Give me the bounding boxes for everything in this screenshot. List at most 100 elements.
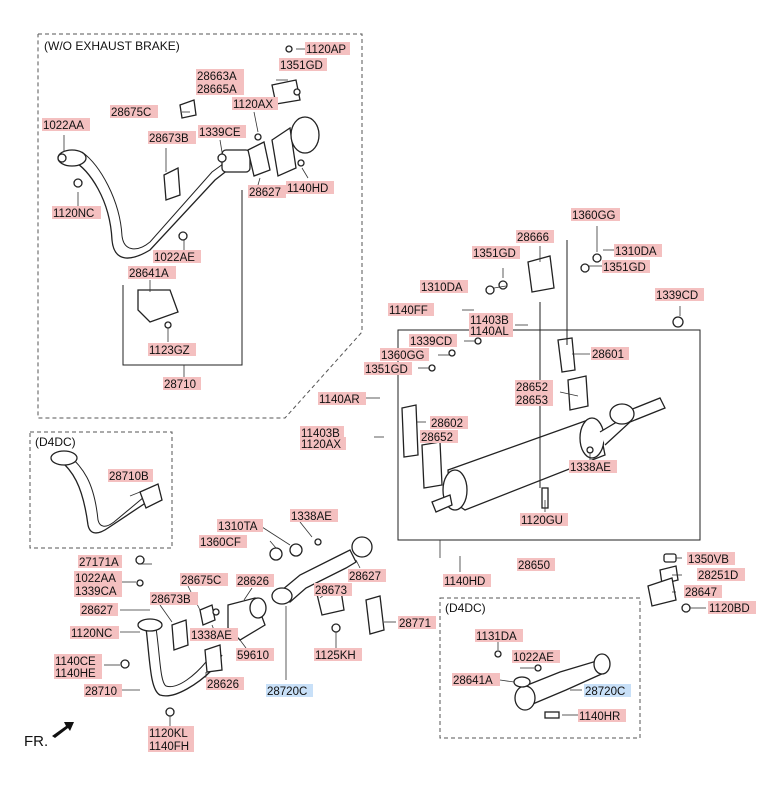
svg-text:1140FH: 1140FH: [149, 741, 189, 753]
front-pipe-d4dc: [59, 459, 151, 534]
svg-text:1339CE: 1339CE: [199, 127, 241, 139]
part-label: 28650: [517, 558, 555, 572]
svg-text:28653: 28653: [516, 395, 548, 407]
part-label: 1120GU: [520, 513, 568, 527]
part-label: 1140FF: [388, 303, 434, 317]
caption-wo-exhaust-brake: (W/O EXHAUST BRAKE): [44, 39, 180, 53]
part-label: 28627: [80, 603, 118, 617]
gasket-upper: [247, 141, 271, 177]
svg-text:28627: 28627: [249, 187, 281, 199]
part-label: 1140HD: [286, 181, 334, 195]
leader-lines: [63, 48, 706, 726]
svg-text:28675C: 28675C: [181, 575, 221, 587]
tail-pipe: [599, 397, 666, 446]
bracket-28666: [527, 255, 555, 293]
part-label: 1351GD: [472, 246, 520, 260]
svg-text:28710B: 28710B: [109, 471, 149, 483]
part-label: 1140HD: [443, 574, 491, 588]
svg-text:28627: 28627: [81, 605, 113, 617]
part-label: 28720C: [584, 684, 631, 698]
svg-text:1140FF: 1140FF: [389, 305, 428, 317]
svg-text:28627: 28627: [349, 571, 381, 583]
hanger-28602: [401, 404, 419, 458]
svg-text:28720C: 28720C: [267, 686, 307, 698]
part-label: 28652: [515, 380, 553, 394]
bracket-28710-leader: [122, 190, 243, 366]
svg-text:1120AX: 1120AX: [233, 99, 273, 111]
part-label: 1022AA: [74, 571, 122, 585]
svg-text:28647: 28647: [685, 587, 717, 599]
svg-text:1351GD: 1351GD: [280, 60, 323, 72]
svg-text:1339CD: 1339CD: [410, 336, 452, 348]
part-label: 28673B: [150, 592, 198, 606]
bracket-28771: [365, 595, 385, 635]
front-arrow-icon: [52, 722, 74, 738]
svg-text:28666: 28666: [517, 232, 549, 244]
svg-text:27171A: 27171A: [79, 557, 119, 569]
svg-text:1310DA: 1310DA: [615, 246, 657, 258]
svg-text:28673B: 28673B: [151, 594, 191, 606]
svg-text:1022AE: 1022AE: [513, 652, 554, 664]
svg-text:1351GD: 1351GD: [365, 364, 408, 376]
svg-text:1140HD: 1140HD: [287, 183, 328, 195]
svg-text:1140AR: 1140AR: [319, 394, 360, 406]
front-pipe-upper: [71, 159, 239, 259]
part-label: 28710B: [108, 469, 153, 483]
svg-text:1338AE: 1338AE: [291, 511, 332, 523]
part-label: 1310DA: [420, 280, 468, 294]
part-label: 1351GD: [364, 362, 412, 376]
svg-text:59610: 59610: [237, 650, 269, 662]
part-label: 28673B: [148, 131, 196, 145]
bracket-28647: [647, 577, 677, 607]
part-label: 28601: [591, 347, 629, 361]
svg-text:28652: 28652: [516, 382, 548, 394]
svg-text:1140HD: 1140HD: [444, 576, 485, 588]
svg-text:28675C: 28675C: [111, 107, 151, 119]
d4dc-left-box: [29, 431, 173, 549]
svg-text:28710: 28710: [85, 686, 117, 698]
svg-text:1131DA: 1131DA: [476, 631, 517, 643]
hanger-28652-b: [421, 441, 443, 489]
part-label: 1360CF: [199, 535, 247, 549]
part-label: 1140AR: [318, 392, 366, 406]
part-label: 28675C: [110, 105, 158, 119]
svg-text:1022AA: 1022AA: [75, 573, 116, 585]
part-label: 59610: [236, 648, 274, 662]
part-label: 1120AP: [305, 42, 350, 56]
part-label: 1360GG: [571, 208, 620, 222]
front-indicator: FR.: [24, 733, 48, 750]
svg-text:28771: 28771: [399, 618, 431, 630]
part-label: 1310TA: [217, 519, 263, 533]
svg-text:28641A: 28641A: [129, 268, 169, 280]
muffler-group-box: [397, 329, 701, 541]
svg-text:1339CD: 1339CD: [656, 290, 698, 302]
bracket-28675c: [179, 99, 197, 119]
part-label: 1351GD: [279, 58, 327, 72]
svg-text:28626: 28626: [207, 679, 239, 691]
part-label: 27171A: [78, 555, 122, 569]
part-labels: 1120AP 1351GD 28663A 28665A 1120AX 28675…: [42, 42, 756, 753]
part-label: 1120AX: [232, 97, 278, 111]
svg-text:1140AL: 1140AL: [470, 326, 509, 338]
part-label: 1022AA: [42, 118, 90, 132]
svg-text:1338AE: 1338AE: [191, 630, 232, 642]
part-label: 28666: [516, 230, 554, 244]
svg-text:28673B: 28673B: [149, 133, 189, 145]
part-label: 28626: [206, 677, 244, 691]
part-label: 1140FH: [148, 739, 194, 753]
part-label: 28641A: [452, 673, 500, 687]
svg-text:1360CF: 1360CF: [200, 537, 241, 549]
part-label: 1123GZ: [148, 343, 196, 357]
part-label: 28663A: [196, 69, 244, 83]
parts-drawing: [50, 45, 691, 719]
svg-text:28663A: 28663A: [197, 71, 237, 83]
part-label: 28673: [314, 583, 352, 597]
svg-text:1338AE: 1338AE: [570, 462, 611, 474]
wo-exhaust-brake-box: [37, 33, 363, 419]
svg-text:1120NC: 1120NC: [53, 208, 94, 220]
part-label: 1125KH: [314, 648, 362, 662]
part-label: 1140AL: [469, 324, 513, 338]
svg-text:28673: 28673: [315, 585, 347, 597]
svg-text:28652: 28652: [421, 432, 453, 444]
svg-text:1351GD: 1351GD: [603, 262, 646, 274]
